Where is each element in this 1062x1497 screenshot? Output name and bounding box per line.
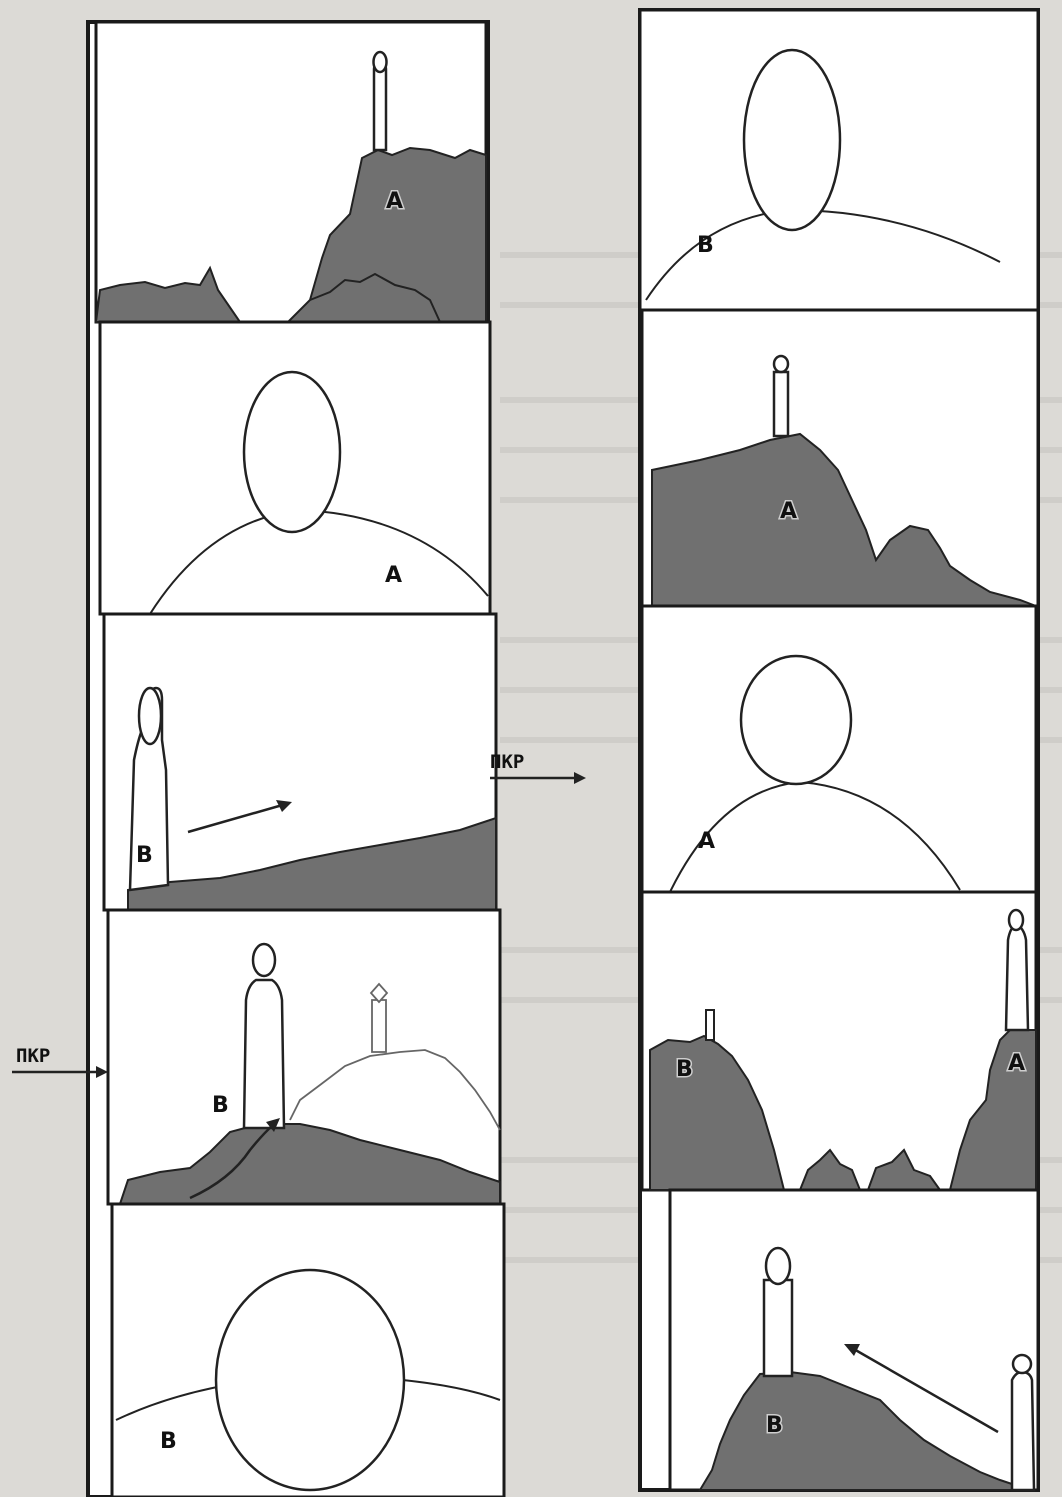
label-left-4: B <box>212 1093 229 1118</box>
tower-a-top-icon <box>374 52 387 72</box>
pkr-left-marker: ПКР <box>8 1042 112 1092</box>
right-frame-5: B <box>670 1190 1038 1490</box>
tower-b-right5-top-icon <box>766 1248 790 1284</box>
label-right-3: A <box>698 829 715 854</box>
label-right-1: B <box>697 233 714 258</box>
left-storyboard-strip: A A B B B <box>0 0 520 1497</box>
head-outline-r3 <box>741 656 851 784</box>
tower-a-right4-icon <box>1006 924 1028 1030</box>
label-left-3: B <box>136 843 153 868</box>
tower-a-right4-top-icon <box>1009 910 1023 930</box>
left-frame-4: B <box>108 910 500 1204</box>
tower-a-right-top-icon <box>774 356 788 372</box>
label-left-5: B <box>160 1429 177 1454</box>
label-left-2: A <box>385 563 402 588</box>
left-frame-2: A <box>100 322 490 614</box>
pkr-center-marker: ПКР <box>488 748 598 798</box>
right-frame-3: A <box>642 606 1036 892</box>
pkr-center-label: ПКР <box>490 751 524 773</box>
ghost-tower-icon <box>372 1000 386 1052</box>
label-right-5: B <box>766 1413 783 1438</box>
tower-a-right-icon <box>774 372 788 436</box>
left-frame-1: A <box>96 22 486 322</box>
tower-b-large-top-icon <box>253 944 275 976</box>
right-frame-1: B <box>640 10 1038 310</box>
right-frame-2: A <box>642 310 1038 606</box>
pkr-left-label: ПКР <box>16 1045 50 1067</box>
head-outline <box>244 372 340 532</box>
label-left-1: A <box>386 189 403 214</box>
pkr-left-arrow-head-icon <box>96 1066 108 1078</box>
left-frame-3: B <box>104 614 496 910</box>
tower-a-icon <box>374 62 386 150</box>
pkr-center-arrow-head-icon <box>574 772 586 784</box>
right-frame-4: B A <box>642 892 1036 1190</box>
distant-tower-icon <box>1012 1372 1034 1490</box>
tower-b-top-icon <box>139 688 161 744</box>
label-right-2: A <box>780 499 797 524</box>
tower-b-large-icon <box>244 980 284 1128</box>
head-outline-r1 <box>744 50 840 230</box>
label-right-4-left: B <box>676 1057 693 1082</box>
right-storyboard-strip: B A A B A B <box>600 0 1062 1497</box>
tower-b-right5-icon <box>764 1280 792 1376</box>
head-outline-b <box>216 1270 404 1490</box>
tower-b-right4-icon <box>706 1010 714 1040</box>
label-right-4-right: A <box>1008 1051 1025 1076</box>
left-frame-5: B <box>112 1204 504 1497</box>
distant-tower-top-icon <box>1013 1355 1031 1373</box>
